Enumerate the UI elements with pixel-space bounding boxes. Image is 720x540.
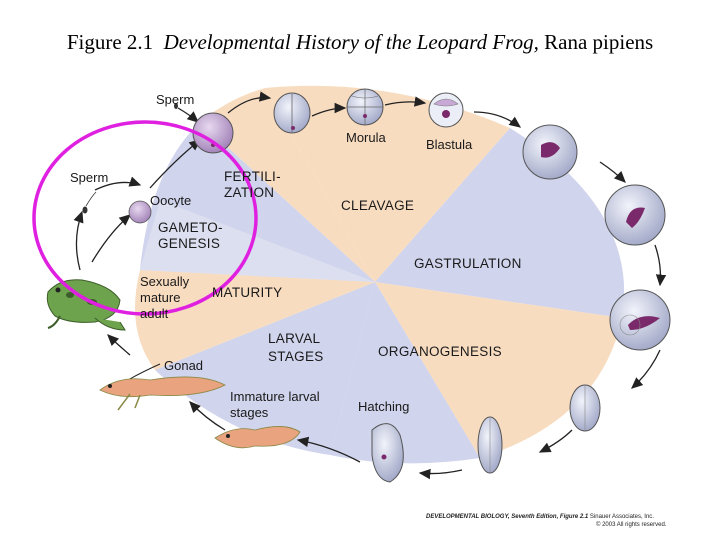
early-gastrula bbox=[522, 124, 578, 180]
arrow-to-hatching bbox=[418, 468, 463, 480]
arrow-egg-to-cleavage bbox=[227, 91, 272, 114]
label-blastula: Blastula bbox=[426, 137, 473, 152]
stage-gametogenesis-1: GAMETO- bbox=[158, 220, 223, 235]
arrow-oocyte-to-egg bbox=[149, 139, 202, 189]
immature-tadpole bbox=[214, 426, 301, 449]
sector-gametogenesis-light bbox=[140, 200, 375, 282]
hatching-embryo bbox=[371, 423, 404, 483]
label-immature-2: stages bbox=[230, 405, 269, 420]
label-hatching: Hatching bbox=[358, 399, 409, 414]
arrow-to-neurula bbox=[631, 349, 661, 389]
label-sperm-top: Sperm bbox=[156, 92, 194, 107]
sperm-cell-top bbox=[174, 103, 178, 109]
label-oocyte: Oocyte bbox=[150, 193, 191, 208]
arrow-sperm-top bbox=[177, 107, 199, 123]
figure-number: Figure 2.1 bbox=[66, 30, 154, 54]
arrow-gastrula-2 bbox=[599, 161, 626, 183]
stage-larval-1: LARVAL bbox=[268, 331, 321, 346]
figure-title: Figure 2.1 Developmental History of the … bbox=[0, 30, 720, 55]
sector-maturity bbox=[135, 270, 375, 370]
sector-larval bbox=[155, 282, 375, 455]
sector-hatching bbox=[330, 282, 480, 464]
label-sperm-left: Sperm bbox=[70, 170, 108, 185]
credit-rights: © 2003 All rights reserved. bbox=[596, 522, 667, 528]
highlight-circle bbox=[32, 120, 258, 316]
arrow-sperm-to-egg bbox=[94, 176, 142, 191]
stage-larval-2: STAGES bbox=[268, 349, 324, 364]
arrow-gastrula-3 bbox=[654, 244, 667, 287]
tailbud-embryo bbox=[477, 416, 503, 474]
arrow-to-tadpole bbox=[296, 436, 361, 463]
figure-credit: DEVELOPMENTAL BIOLOGY, Seventh Edition, … bbox=[426, 513, 666, 529]
sector-cleavage bbox=[265, 85, 510, 282]
stage-maturity: MATURITY bbox=[212, 285, 282, 300]
stage-gametogenesis-2: GENESIS bbox=[158, 236, 220, 251]
species-name: Rana pipiens bbox=[544, 30, 654, 54]
adult-frog bbox=[46, 279, 126, 331]
sector-organogenesis bbox=[375, 282, 622, 458]
label-morula: Morula bbox=[346, 130, 387, 145]
arrow-to-blastula bbox=[384, 96, 427, 107]
arrow-adult-to-oocyte bbox=[91, 214, 131, 263]
mid-gastrula bbox=[604, 184, 666, 246]
cycle-arrows bbox=[73, 91, 667, 480]
arrow-to-adult bbox=[107, 334, 131, 356]
stage-sectors bbox=[135, 85, 625, 464]
oocyte-cell bbox=[128, 200, 152, 224]
stage-gastrulation: GASTRULATION bbox=[414, 256, 522, 271]
credit-book: DEVELOPMENTAL BIOLOGY, Seventh Edition, … bbox=[426, 514, 589, 520]
label-immature-1: Immature larval bbox=[230, 389, 320, 404]
stage-fertilization-1: FERTILI- bbox=[224, 169, 281, 184]
label-mature: mature bbox=[140, 290, 180, 305]
arrow-adult-to-sperm bbox=[73, 210, 84, 271]
sperm-cell-left bbox=[82, 191, 97, 214]
arrow-to-tailbud bbox=[538, 429, 573, 453]
stage-fertilization-2: ZATION bbox=[224, 185, 274, 200]
figure-title-italic: Developmental History of the Leopard Fro… bbox=[163, 30, 539, 54]
arrow-gonad-line bbox=[127, 363, 161, 381]
neurula-embryo bbox=[569, 384, 601, 432]
blastula-embryo bbox=[428, 92, 464, 128]
label-gonad: Gonad bbox=[164, 358, 203, 373]
credit-publisher: Sinauer Associates, Inc. bbox=[589, 514, 654, 520]
arrow-to-gastrula bbox=[473, 111, 522, 128]
label-adult: adult bbox=[140, 306, 169, 321]
sector-fertilization bbox=[200, 88, 375, 282]
arrow-to-older-tadpole bbox=[189, 401, 226, 431]
late-gastrula bbox=[609, 289, 671, 351]
larva-with-legs bbox=[99, 376, 226, 411]
label-sexually: Sexually bbox=[140, 274, 190, 289]
morula-embryo bbox=[346, 88, 384, 126]
arrow-to-morula bbox=[311, 102, 347, 117]
two-cell-embryo bbox=[273, 92, 311, 134]
stage-organogenesis: ORGANOGENESIS bbox=[378, 344, 502, 359]
stage-cleavage: CLEAVAGE bbox=[341, 198, 414, 213]
